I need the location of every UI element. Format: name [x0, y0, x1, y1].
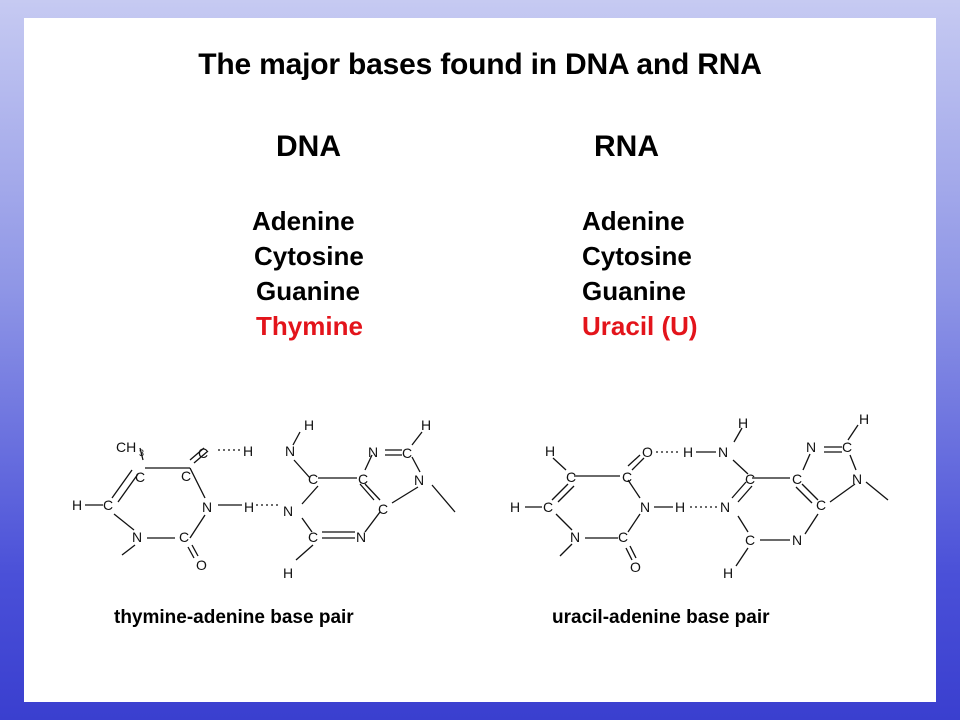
- svg-text:O: O: [196, 557, 207, 573]
- svg-text:N: N: [792, 532, 802, 548]
- svg-text:N: N: [852, 471, 862, 487]
- svg-text:C: C: [103, 497, 113, 513]
- svg-text:O: O: [642, 444, 653, 460]
- svg-text:C: C: [792, 471, 802, 487]
- svg-text:N: N: [806, 439, 816, 455]
- rna-base-guanine: Guanine: [582, 276, 687, 306]
- slide-panel: [24, 18, 936, 702]
- svg-text:C: C: [308, 471, 318, 487]
- svg-text:C: C: [622, 469, 632, 485]
- svg-text:O: O: [630, 559, 641, 575]
- svg-text:C: C: [618, 529, 628, 545]
- svg-text:N: N: [720, 499, 730, 515]
- dna-base-cytosine: Cytosine: [254, 241, 364, 271]
- rna-base-list: Adenine Cytosine Guanine Uracil (U): [582, 204, 698, 344]
- svg-text:C: C: [181, 468, 191, 484]
- rna-heading: RNA: [594, 130, 659, 163]
- svg-text:H: H: [859, 411, 869, 427]
- svg-text:C: C: [745, 532, 755, 548]
- svg-text:N: N: [368, 444, 378, 460]
- dna-heading: DNA: [276, 130, 341, 163]
- svg-text:C: C: [179, 529, 189, 545]
- svg-text:C: C: [842, 439, 852, 455]
- svg-text:N: N: [718, 444, 728, 460]
- svg-text:C: C: [135, 469, 145, 485]
- svg-text:C: C: [308, 529, 318, 545]
- svg-text:C: C: [566, 469, 576, 485]
- page-title: The major bases found in DNA and RNA: [198, 48, 762, 81]
- svg-text:C: C: [198, 445, 208, 461]
- svg-text:H: H: [545, 443, 555, 459]
- svg-text:H: H: [243, 443, 253, 459]
- svg-text:C: C: [543, 499, 553, 515]
- dna-base-guanine: Guanine: [256, 276, 361, 306]
- svg-text:H: H: [675, 499, 685, 515]
- thymine-adenine-structure: [85, 431, 456, 561]
- dna-base-list: Adenine Cytosine Guanine Thymine: [252, 204, 364, 344]
- rna-base-uracil: Uracil (U): [582, 311, 698, 341]
- svg-text:N: N: [414, 472, 424, 488]
- svg-text:H: H: [738, 415, 748, 431]
- svg-text:H: H: [510, 499, 520, 515]
- svg-text:N: N: [640, 499, 650, 515]
- svg-text:C: C: [745, 471, 755, 487]
- rna-base-cytosine: Cytosine: [582, 241, 692, 271]
- svg-text:N: N: [132, 529, 142, 545]
- svg-text:CH: CH: [116, 439, 136, 455]
- uracil-adenine-atoms: H C C O H N H H C N H N N C O C C N C H …: [510, 411, 869, 581]
- svg-text:H: H: [421, 417, 431, 433]
- svg-text:N: N: [570, 529, 580, 545]
- svg-text:H: H: [72, 497, 82, 513]
- svg-text:C: C: [402, 445, 412, 461]
- dna-base-thymine: Thymine: [256, 311, 363, 341]
- rna-base-adenine: Adenine: [582, 206, 685, 236]
- svg-text:H: H: [304, 417, 314, 433]
- caption-uracil-adenine: uracil-adenine base pair: [552, 607, 770, 628]
- svg-text:H: H: [283, 565, 293, 581]
- caption-thymine-adenine: thymine-adenine base pair: [114, 607, 354, 628]
- svg-text:H: H: [723, 565, 733, 581]
- svg-text:N: N: [202, 499, 212, 515]
- dna-base-adenine: Adenine: [252, 206, 355, 236]
- svg-text:H: H: [683, 444, 693, 460]
- svg-text:N: N: [283, 503, 293, 519]
- svg-text:3: 3: [139, 448, 144, 458]
- svg-text:C: C: [816, 497, 826, 513]
- uracil-adenine-structure: [525, 424, 889, 567]
- svg-text:C: C: [358, 471, 368, 487]
- svg-text:C: C: [378, 501, 388, 517]
- svg-text:N: N: [356, 529, 366, 545]
- svg-text:N: N: [285, 443, 295, 459]
- svg-text:H: H: [244, 499, 254, 515]
